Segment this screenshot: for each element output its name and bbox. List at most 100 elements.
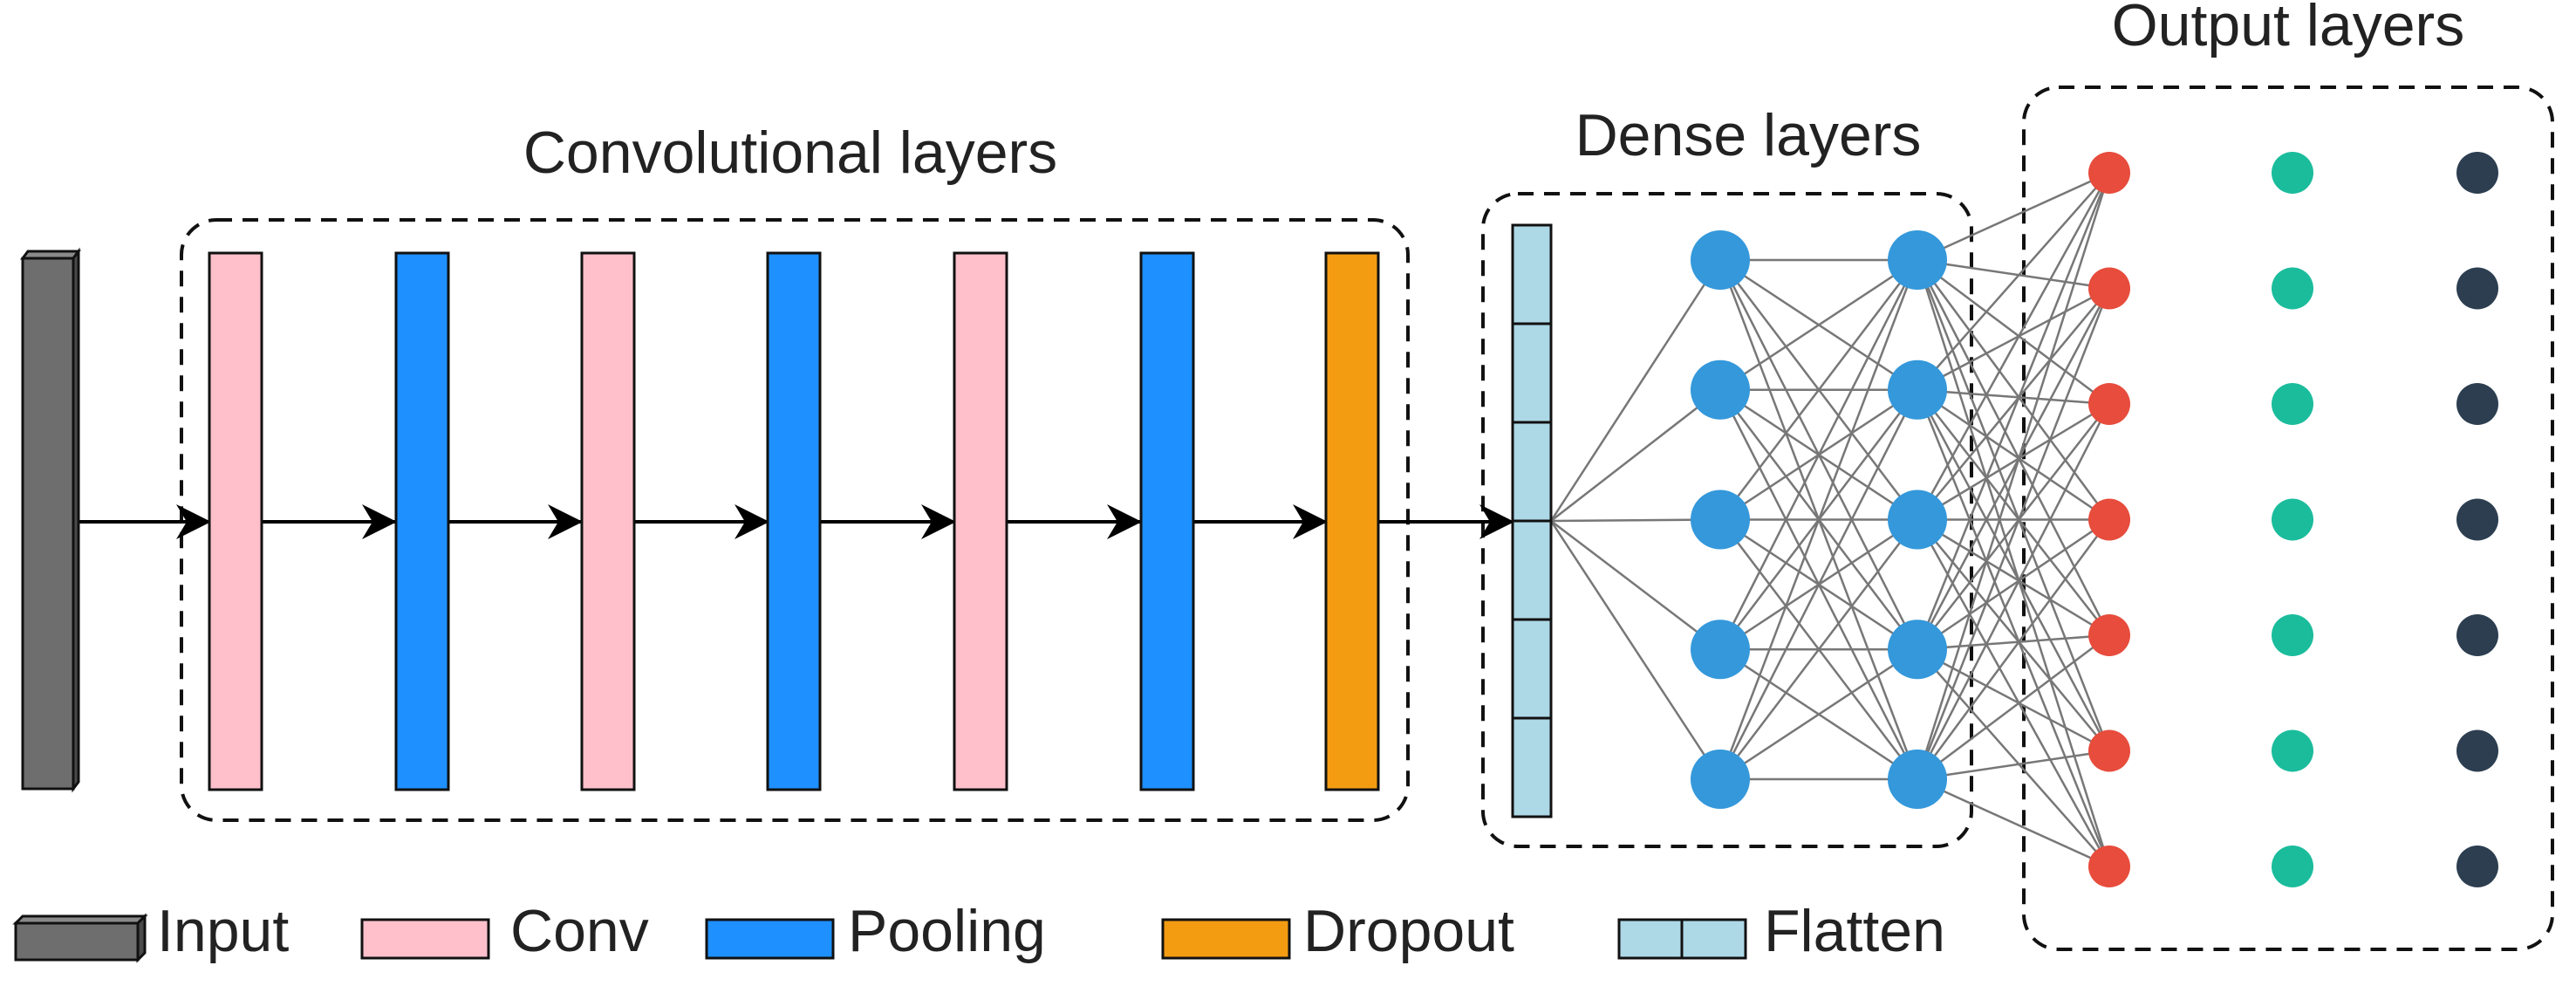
connection-line [1719, 518, 1918, 780]
dense-node [1691, 359, 1750, 420]
output-node [2456, 846, 2498, 887]
connection-line [1917, 388, 2110, 636]
conv-layer-block [953, 251, 1008, 791]
network-nodes [1691, 152, 2498, 887]
output-node [2272, 846, 2313, 887]
connection-line [1917, 402, 2110, 521]
connection-line [1917, 518, 2110, 651]
connection-line [1917, 287, 2110, 391]
connection-line [1916, 259, 2111, 751]
connection-line [1917, 518, 2110, 637]
dense-node [1888, 359, 1947, 420]
dense-node [1691, 750, 1750, 809]
output-node [2088, 614, 2130, 656]
connection-line [1916, 172, 2111, 521]
connection-line [1916, 288, 2111, 780]
output-node [2272, 267, 2313, 310]
legend: Input Conv Pooling Dropout Flatten [12, 898, 1945, 964]
connection-line [1916, 389, 2111, 752]
connection-line [1719, 258, 1918, 391]
connection-line [1917, 403, 2110, 651]
legend-flatten-swatch [1617, 918, 1747, 960]
connection-line [1917, 633, 2110, 651]
output-node [2456, 383, 2498, 425]
output-node [2088, 729, 2130, 772]
output-node [2088, 152, 2130, 194]
dense-node [1888, 620, 1947, 680]
convolutional-layers-title: Convolutional layers [523, 120, 1057, 186]
connection-line [1916, 172, 2111, 780]
dense-node [1691, 620, 1750, 680]
connection-line [1549, 520, 1722, 780]
output-node [2456, 267, 2498, 310]
output-node [2088, 383, 2130, 425]
connection-line [1916, 287, 2111, 650]
legend-pooling-label: Pooling [848, 898, 1046, 964]
connection-line [1719, 259, 1918, 521]
connection-line [1718, 389, 1919, 780]
connection-line [1549, 259, 1722, 522]
connection-line [1917, 287, 2110, 521]
legend-conv-swatch [360, 918, 490, 960]
connection-line [1917, 648, 2110, 752]
output-node [2456, 729, 2498, 772]
connection-line [1916, 389, 2111, 867]
connection-line [1550, 388, 1721, 522]
connection-line [1917, 258, 2110, 290]
output-node [2272, 383, 2313, 425]
network-connections [1549, 171, 2111, 868]
input-layer-block [20, 247, 81, 793]
connection-line [1917, 777, 2110, 868]
output-node [2272, 614, 2313, 656]
legend-dropout-label: Dropout [1303, 898, 1514, 964]
legend-input-label: Input [157, 898, 289, 964]
pooling-layer-block [394, 251, 450, 791]
output-node [2272, 729, 2313, 772]
legend-flatten-label: Flatten [1764, 898, 1945, 964]
legend-input-swatch [12, 913, 148, 963]
output-layers-title: Output layers [2112, 0, 2464, 58]
connection-line [1917, 171, 2110, 262]
connection-line [1917, 634, 2110, 780]
conv-layer-block [208, 251, 263, 791]
legend-conv-label: Conv [510, 898, 649, 964]
output-node [2272, 498, 2313, 541]
connection-line [1917, 388, 2110, 521]
dense-node [1691, 490, 1750, 550]
output-node [2272, 152, 2313, 194]
connection-line [1917, 172, 2110, 391]
connection-line [1917, 388, 2110, 406]
connection-line [1917, 750, 2110, 781]
connection-line [1718, 259, 1919, 780]
connection-line [1916, 518, 2111, 867]
connection-line [1917, 648, 2110, 867]
output-node [2088, 846, 2130, 887]
dense-layers-title: Dense layers [1575, 102, 1922, 168]
output-node [2088, 267, 2130, 310]
output-node [2456, 614, 2498, 656]
connection-line [1719, 648, 1918, 781]
output-node [2456, 152, 2498, 194]
flatten-layer-block [1511, 223, 1553, 818]
connection-line [1916, 518, 2111, 780]
output-node [2456, 498, 2498, 541]
dense-node [1888, 750, 1947, 809]
legend-pooling-swatch [705, 918, 835, 960]
dropout-layer-block [1324, 251, 1380, 791]
dense-node [1888, 490, 1947, 550]
dense-node [1888, 230, 1947, 290]
pooling-layer-block [1139, 251, 1195, 791]
connection-line [1916, 259, 2111, 867]
connection-line [1550, 520, 1721, 651]
connection-line [1917, 259, 2110, 405]
pooling-layer-block [766, 251, 822, 791]
connection-line [1917, 518, 2110, 752]
connection-line [1916, 172, 2111, 650]
output-node [2088, 498, 2130, 541]
connection-line [1718, 259, 1919, 650]
connection-line [1916, 259, 2111, 636]
legend-dropout-swatch [1161, 918, 1291, 960]
conv-layer-block [580, 251, 636, 791]
dense-node [1691, 230, 1750, 290]
